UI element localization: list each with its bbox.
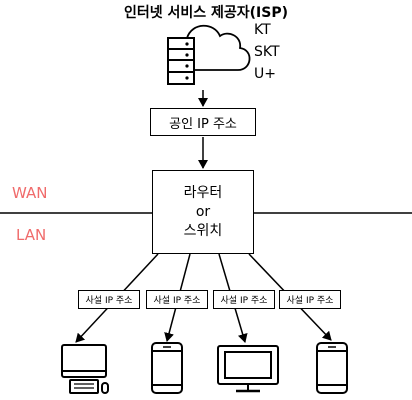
router-label-line3: 스위치 (183, 222, 223, 239)
router-box: 라우터 or 스위치 (152, 170, 254, 254)
isp-skt-label: SKT (254, 44, 280, 60)
router-label-line1: 라우터 (183, 184, 223, 201)
private-ip-label-1: 사설 IP 주소 (78, 290, 140, 309)
monitor-icon (217, 345, 279, 393)
server-icon (167, 37, 195, 85)
public-ip-label: 공인 IP 주소 (169, 116, 237, 132)
private-ip-label-4: 사설 IP 주소 (279, 290, 341, 309)
isp-kt-label: KT (254, 22, 271, 38)
private-ip-text: 사설 IP 주소 (220, 296, 268, 306)
public-ip-box: 공인 IP 주소 (150, 108, 256, 136)
diagram-title: 인터넷 서비스 제공자(ISP) (123, 5, 289, 21)
private-ip-text: 사설 IP 주소 (85, 296, 133, 306)
lan-label: LAN (16, 226, 47, 244)
private-ip-text: 사설 IP 주소 (153, 296, 201, 306)
private-ip-label-3: 사설 IP 주소 (213, 290, 275, 309)
wan-label: WAN (12, 184, 48, 202)
smartphone-icon (151, 342, 183, 394)
router-label-line2: or (195, 203, 211, 220)
desktop-computer-icon (61, 344, 109, 394)
private-ip-label-2: 사설 IP 주소 (146, 290, 208, 309)
private-ip-text: 사설 IP 주소 (286, 296, 334, 306)
isp-uplus-label: U+ (254, 66, 276, 82)
smartphone-icon (316, 342, 348, 394)
